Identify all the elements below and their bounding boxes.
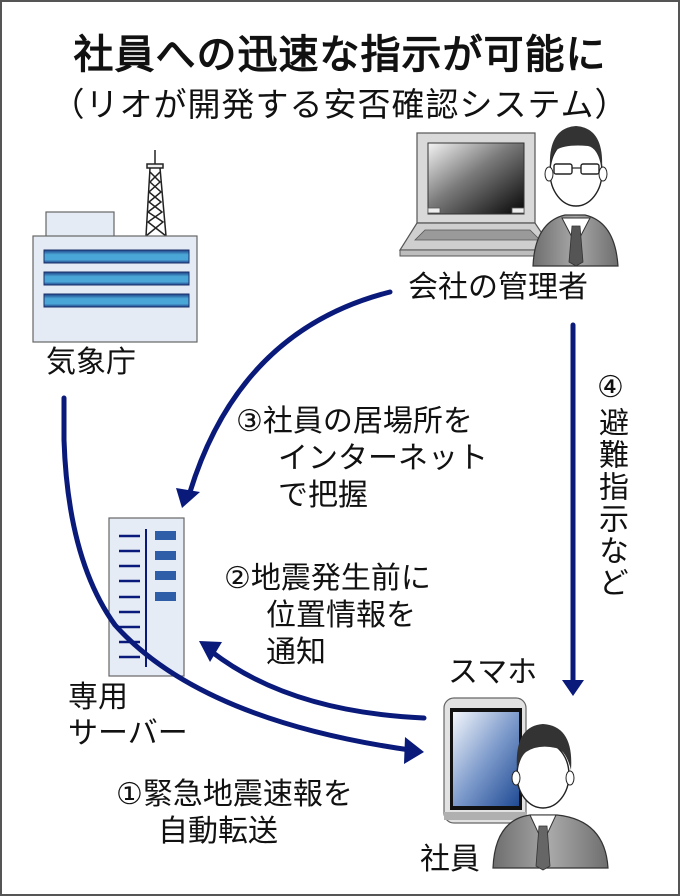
step-2-line1: 地震発生前に bbox=[250, 561, 431, 596]
step-3-number: ③ bbox=[236, 404, 263, 439]
employee-person-icon bbox=[492, 724, 609, 871]
radio-tower-icon bbox=[145, 150, 167, 237]
jma-label: 気象庁 bbox=[46, 345, 136, 380]
arrowhead-1 bbox=[404, 737, 424, 764]
step-1-line2: 自動転送 bbox=[158, 814, 278, 849]
step-3-line1: 社員の居場所を bbox=[262, 404, 473, 439]
weather-agency-building-icon bbox=[32, 150, 198, 343]
page-title: 社員への迅速な指示が可能に bbox=[73, 32, 607, 78]
arrowhead-3 bbox=[176, 488, 200, 508]
step-4-text: ④避難指示など bbox=[590, 370, 630, 599]
arrowhead-2 bbox=[199, 641, 222, 662]
page-subtitle: （リオが開発する安否確認システム） bbox=[51, 85, 629, 124]
laptop-icon bbox=[398, 132, 555, 257]
step-2-line2: 位置情報を bbox=[266, 598, 416, 633]
server-label-line1: 専用 bbox=[68, 680, 128, 715]
arrowhead-4 bbox=[562, 680, 584, 696]
server-icon bbox=[108, 517, 185, 677]
smartphone-label: スマホ bbox=[448, 655, 538, 690]
step-2-text: ②地震発生前に 位置情報を 通知 bbox=[224, 560, 431, 671]
step-1-number: ① bbox=[116, 777, 143, 812]
employee-label: 社員 bbox=[420, 842, 480, 877]
arrow-2-phone-to-server bbox=[209, 649, 427, 721]
step-4-number: ④ bbox=[593, 370, 628, 407]
step-1-line1: 緊急地震速報を bbox=[142, 777, 353, 812]
smartphone-icon bbox=[443, 697, 527, 824]
step-2-line3: 通知 bbox=[266, 635, 326, 670]
server-label-line2: サーバー bbox=[68, 716, 188, 751]
step-3-line2: インターネット bbox=[278, 441, 488, 476]
step-1-text: ①緊急地震速報を 自動転送 bbox=[116, 776, 353, 850]
step-4-label: 避難指示など bbox=[593, 407, 628, 599]
step-3-text: ③社員の居場所を インターネット で把握 bbox=[236, 403, 488, 514]
manager-person-icon bbox=[532, 126, 619, 267]
admin-label: 会社の管理者 bbox=[408, 270, 588, 305]
step-2-number: ② bbox=[224, 561, 251, 596]
arrow-3-admin-to-server bbox=[187, 289, 393, 495]
step-3-line3: で把握 bbox=[278, 478, 368, 513]
arrow-1-jma-to-server-to-phone bbox=[61, 395, 413, 753]
